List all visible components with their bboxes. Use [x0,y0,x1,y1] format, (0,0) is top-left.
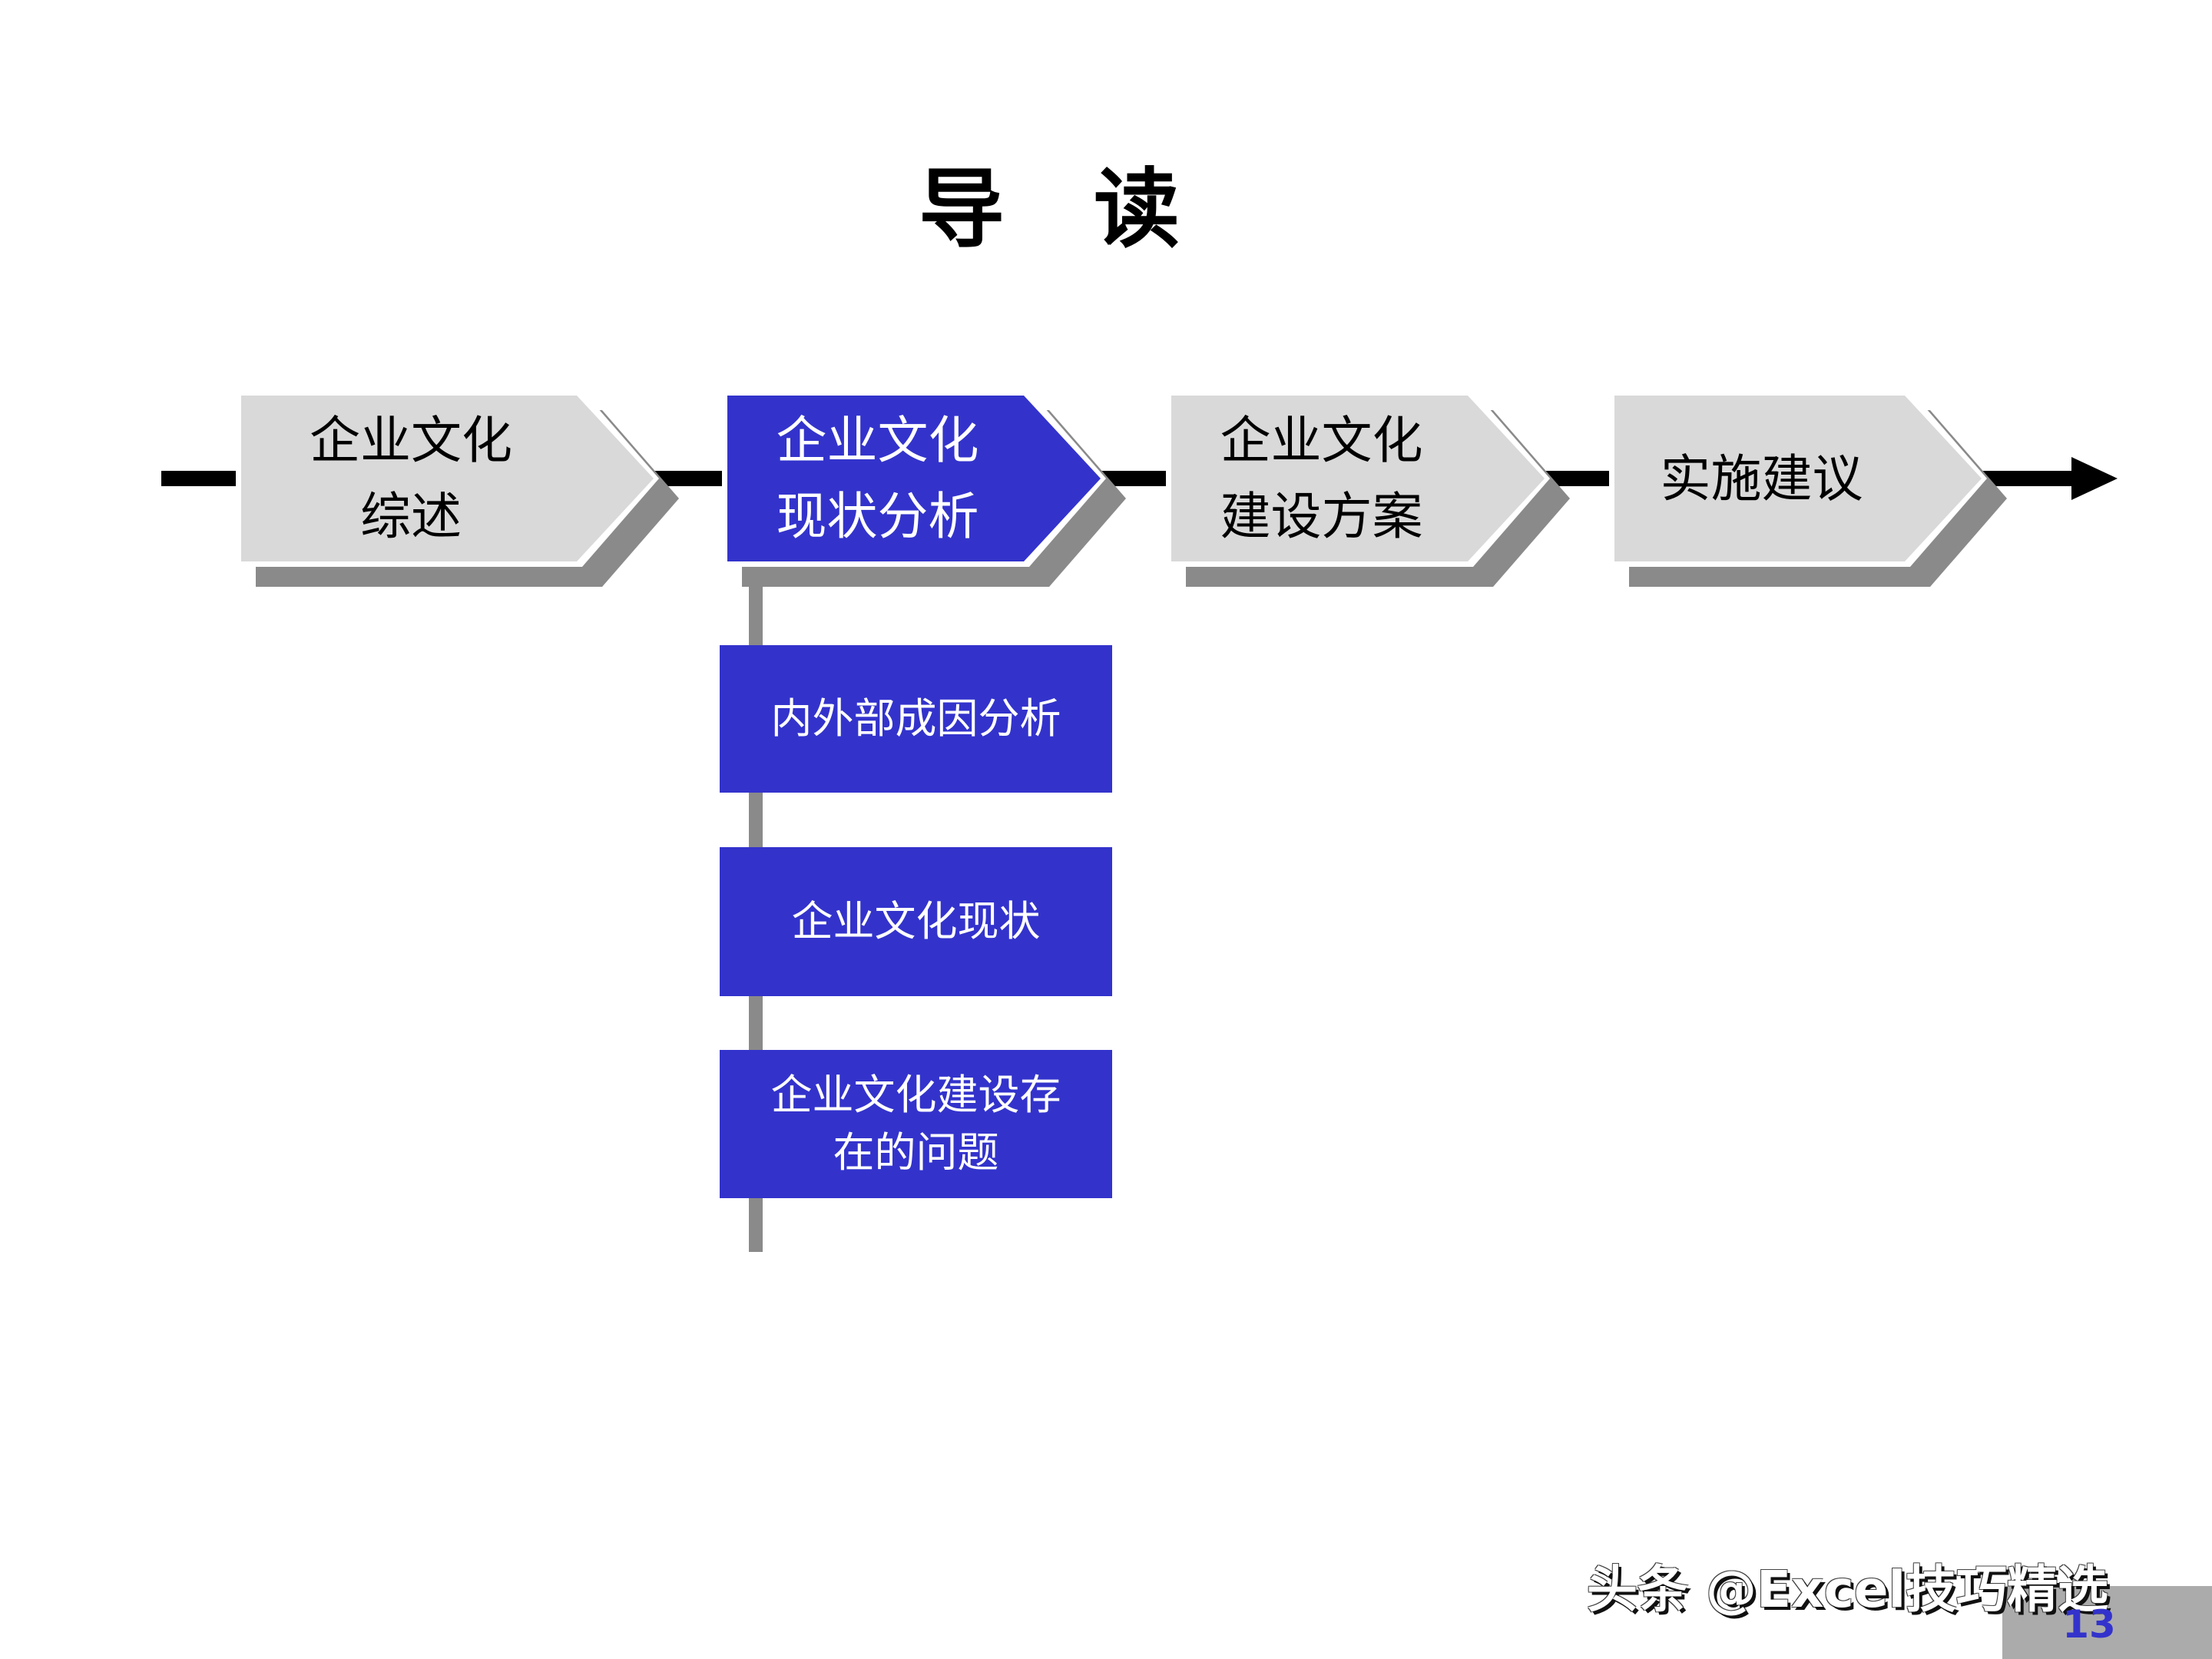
breakdown-item-causes: 内外部成因分析 [720,645,1112,793]
step-label: 企业文化 综述 [310,411,512,546]
step-label: 企业文化 建设方案 [1220,411,1423,546]
step-shape: 企业文化 建设方案 [1171,396,1545,561]
watermark: 头条 @Excel技巧精选 [1587,1560,2109,1619]
flow-step-implement: 实施建议 [1609,390,1987,567]
breakdown-label: 企业文化建设存 在的问题 [770,1070,1061,1177]
step-shape: 实施建议 [1614,396,1982,561]
step-shape: 企业文化 现状分析 [727,396,1101,561]
flow-step-overview: 企业文化 综述 [236,390,659,567]
breakdown-item-problems: 企业文化建设存 在的问题 [720,1050,1112,1198]
step-shape: 企业文化 综述 [241,396,654,561]
flow-arrowhead-icon [2071,457,2118,500]
step-label: 实施建议 [1660,449,1863,508]
page-title: 导 读 [919,160,1181,260]
page-number: 13 [2062,1602,2116,1647]
flow-step-analysis-active: 企业文化 现状分析 [722,390,1106,567]
step-label: 企业文化 现状分析 [776,411,979,546]
breakdown-item-current-state: 企业文化现状 [720,847,1112,996]
flow-step-plan: 企业文化 建设方案 [1166,390,1550,567]
breakdown-label: 内外部成因分析 [770,694,1061,743]
corner-block [2002,1586,2212,1659]
breakdown-label: 企业文化现状 [791,896,1041,945]
